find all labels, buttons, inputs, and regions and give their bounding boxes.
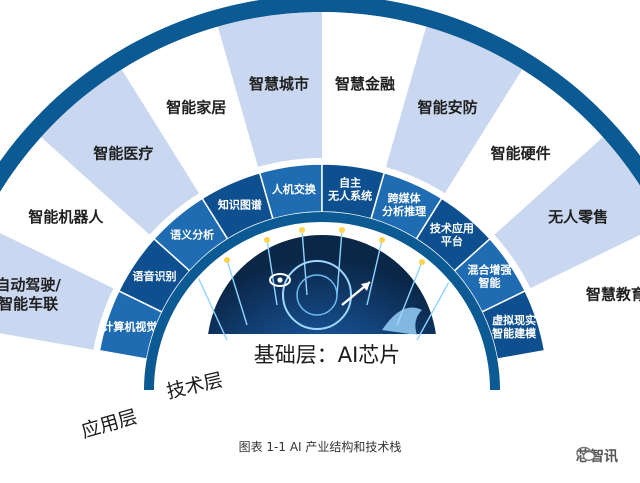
technology-item-label: 技术应用平台 (430, 221, 474, 248)
technology-item-label: 混合增强智能 (467, 263, 511, 290)
application-sector (121, 26, 259, 194)
application-sector (217, 12, 322, 167)
technology-item-label: 人机交换 (272, 182, 317, 196)
application-item-label: 智慧教育 (586, 285, 640, 303)
technology-item-label: 知识图谱 (217, 197, 262, 211)
technology-item-label: 语音识别 (133, 269, 177, 283)
application-item-label: 自动驾驶/智能车联 (0, 276, 61, 313)
technology-item-label: 语义分析 (170, 227, 214, 241)
application-sector (494, 137, 640, 289)
brain-icon (282, 260, 352, 330)
technology-item-label: 跨媒体分析推理 (382, 191, 426, 218)
application-item-label: 智能硬件 (491, 144, 551, 162)
figure-caption: 图表 1-1 AI 产业结构和技术栈 (238, 440, 402, 454)
application-sector (41, 69, 200, 235)
application-sector (385, 26, 523, 194)
application-sector (0, 232, 114, 350)
technology-item-label: 计算机视觉 (102, 320, 157, 334)
application-sector (0, 137, 150, 289)
application-item-label: 智慧金融 (335, 75, 395, 93)
application-item-label: 智能医疗 (93, 144, 153, 162)
application-sector (530, 234, 640, 350)
application-sector (322, 12, 427, 167)
application-item-label: 智能家居 (166, 98, 226, 116)
wechat-logo-icon (576, 446, 596, 462)
outer-ring (0, 0, 640, 193)
application-item-label: 智能安防 (418, 98, 478, 116)
technology-item-label: 自主无人系统 (327, 175, 372, 202)
technology-item-label: 虚拟现实智能建模 (492, 313, 537, 340)
foundation-layer-label: 基础层：AI芯片 (254, 343, 401, 367)
eye-icon (269, 273, 291, 287)
application-item-label: 智慧城市 (249, 75, 309, 93)
application-item-label: 无人零售 (547, 208, 608, 226)
watermark: 芯智讯 (576, 446, 618, 466)
outer-ring-band (0, 0, 640, 193)
robot-hand-icon (382, 307, 422, 335)
application-sector (444, 69, 603, 235)
application-item-label: 智能机器人 (28, 208, 104, 226)
application-layer: 自动驾驶/智能车联 智能机器人 智能医疗 智能家居 智慧城市 智慧金融智能安防智能硬件无人… (0, 12, 640, 350)
